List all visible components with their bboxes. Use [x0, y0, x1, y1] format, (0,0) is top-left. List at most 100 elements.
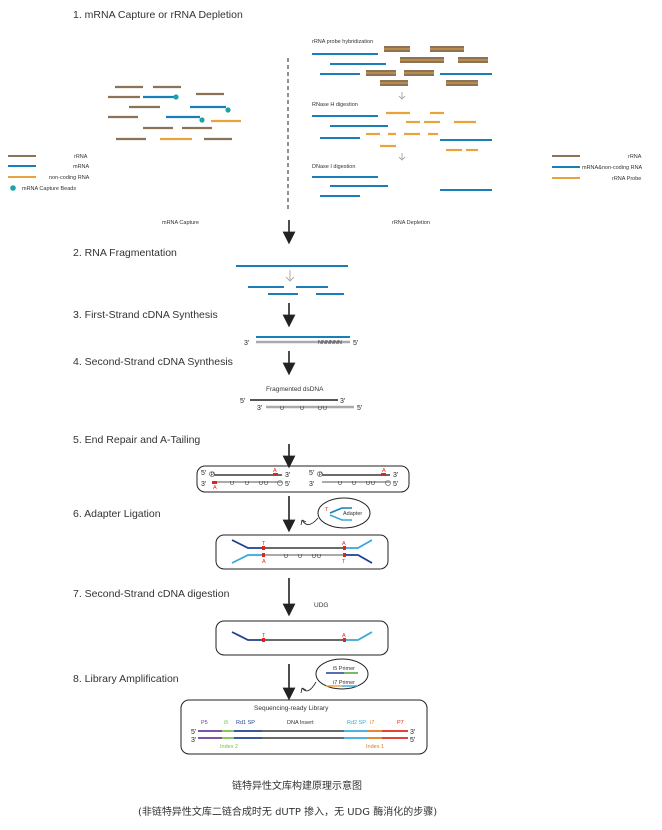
- dnase-strands: [312, 176, 492, 197]
- svg-text:3': 3': [410, 729, 415, 736]
- svg-text:i5: i5: [224, 720, 228, 726]
- fragmented-dsdna-label: Fragmented dsDNA: [266, 386, 324, 393]
- svg-text:Rd1 SP: Rd1 SP: [236, 720, 255, 726]
- svg-text:U: U: [264, 481, 268, 487]
- svg-text:P5: P5: [201, 720, 208, 726]
- svg-text:U: U: [230, 481, 234, 487]
- svg-text:U: U: [284, 554, 288, 560]
- library-box: [180, 699, 428, 755]
- bead-icon: [10, 185, 16, 191]
- svg-text:NNNNNN: NNNNNN: [318, 340, 342, 346]
- step7-title: 7. Second-Strand cDNA digestion: [73, 588, 230, 600]
- svg-text:Adapter: Adapter: [343, 511, 362, 517]
- library-title: Sequencing-ready Library: [254, 705, 329, 712]
- step2-title: 2. RNA Fragmentation: [73, 247, 177, 259]
- svg-text:U: U: [298, 554, 302, 560]
- digested-fragment: T A: [231, 631, 373, 642]
- depletion-arrow-2: [398, 153, 406, 161]
- svg-text:U: U: [317, 554, 321, 560]
- library-segments: P5 i5 Rd1 SP DNA Insert Rd2 SP i7 P7 5' …: [191, 720, 415, 750]
- svg-text:A: A: [213, 485, 217, 491]
- udg-digestion-box: [215, 620, 389, 656]
- svg-text:A: A: [273, 468, 277, 474]
- legend-rrna-right: rRNA: [628, 154, 642, 160]
- probe-hybridization-label: rRNA probe hybridization: [312, 39, 373, 45]
- svg-text:P: P: [211, 472, 215, 478]
- svg-text:U: U: [338, 481, 342, 487]
- svg-text:3': 3': [393, 472, 398, 479]
- svg-text:5': 5': [201, 470, 206, 477]
- svg-text:5': 5': [240, 398, 245, 405]
- svg-text:U: U: [300, 406, 304, 412]
- svg-text:U: U: [323, 406, 327, 412]
- rnase-h-label: RNase H digestion: [312, 102, 358, 108]
- legend-rrna-left: rRNA: [74, 154, 88, 160]
- svg-text:3': 3': [191, 737, 196, 744]
- step3-title: 3. First-Strand cDNA Synthesis: [73, 309, 218, 321]
- end-repair-left-fragment: 5' 3' P A A U U U U 3' 5': [201, 468, 290, 491]
- step4-title: 4. Second-Strand cDNA Synthesis: [73, 356, 233, 368]
- step5-title: 5. End Repair and A-Tailing: [73, 434, 200, 446]
- probe-hybridization-strands: [312, 46, 492, 86]
- legend-noncoding-left: non-coding RNA: [49, 175, 90, 181]
- svg-text:3': 3': [340, 398, 345, 405]
- svg-text:U: U: [280, 406, 284, 412]
- legend-probe-right: rRNA Probe: [612, 176, 641, 182]
- legend-beads: mRNA Capture Beads: [22, 186, 76, 192]
- svg-text:DNA Insert: DNA Insert: [287, 720, 314, 726]
- step6-title: 6. Adapter Ligation: [73, 508, 161, 520]
- depletion-arrow-1: [398, 92, 406, 100]
- svg-text:U: U: [259, 481, 263, 487]
- primer-inset: i5 Primer i7 Primer: [300, 658, 369, 694]
- svg-text:Index 2: Index 2: [220, 744, 238, 750]
- rnase-strands: [312, 111, 492, 152]
- svg-text:U: U: [245, 481, 249, 487]
- adapter-inset: T Adapter: [300, 497, 371, 529]
- first-strand-synthesis: 3' NNNNNN 5': [244, 336, 358, 347]
- dnase-i-label: DNase I digestion: [312, 164, 355, 170]
- svg-text:5': 5': [191, 729, 196, 736]
- svg-text:T: T: [262, 541, 266, 547]
- svg-text:i7 Primer: i7 Primer: [333, 680, 355, 686]
- svg-text:5': 5': [309, 470, 314, 477]
- svg-text:U: U: [312, 554, 316, 560]
- step1-title: 1. mRNA Capture or rRNA Depletion: [73, 9, 243, 21]
- adapter-ligation-box: [215, 534, 389, 570]
- step8-title: 8. Library Amplification: [73, 673, 179, 685]
- udg-label: UDG: [314, 602, 328, 609]
- svg-text:5': 5': [393, 481, 398, 488]
- svg-text:U: U: [366, 481, 370, 487]
- svg-text:A: A: [342, 541, 346, 547]
- svg-text:5': 5': [285, 481, 290, 488]
- legend-mrna-left: mRNA: [73, 164, 90, 170]
- svg-text:3': 3': [257, 405, 262, 412]
- mrna-capture-label: mRNA Capture: [162, 220, 199, 226]
- svg-text:T: T: [342, 559, 346, 565]
- svg-text:U: U: [371, 481, 375, 487]
- caption-title: 链特异性文库构建原理示意图: [232, 779, 362, 792]
- end-repair-box: [196, 465, 410, 493]
- svg-text:P: P: [319, 472, 323, 478]
- svg-text:3': 3': [201, 481, 206, 488]
- svg-text:3': 3': [309, 481, 314, 488]
- svg-text:A: A: [382, 468, 386, 474]
- end-repair-right-fragment: 5' 3' P A U U U U 3' 5': [309, 468, 398, 488]
- svg-text:U: U: [352, 481, 356, 487]
- right-legend: rRNA mRNA&non-coding RNA rRNA Probe: [552, 154, 643, 182]
- svg-text:5': 5': [357, 405, 362, 412]
- caption-note: (非链特异性文库二链合成时无 dUTP 掺入，无 UDG 酶消化的步骤): [138, 805, 437, 818]
- adapter-ligated-fragment: T A A T U U U U: [231, 539, 373, 565]
- second-strand-synthesis: 5' 3' 3' 5' U U U U: [240, 398, 362, 412]
- svg-text:U: U: [318, 406, 322, 412]
- rrna-depletion-label: rRNA Depletion: [392, 220, 430, 226]
- fragmentation-strands: [236, 265, 348, 295]
- svg-text:3': 3': [244, 340, 249, 347]
- svg-text:Rd2 SP: Rd2 SP: [347, 720, 366, 726]
- svg-text:i5 Primer: i5 Primer: [333, 666, 355, 672]
- legend-mrna-noncoding-right: mRNA&non-coding RNA: [582, 165, 643, 171]
- svg-text:A: A: [342, 633, 346, 639]
- svg-text:Index 1: Index 1: [366, 744, 384, 750]
- svg-text:5': 5': [410, 737, 415, 744]
- svg-text:T: T: [262, 633, 266, 639]
